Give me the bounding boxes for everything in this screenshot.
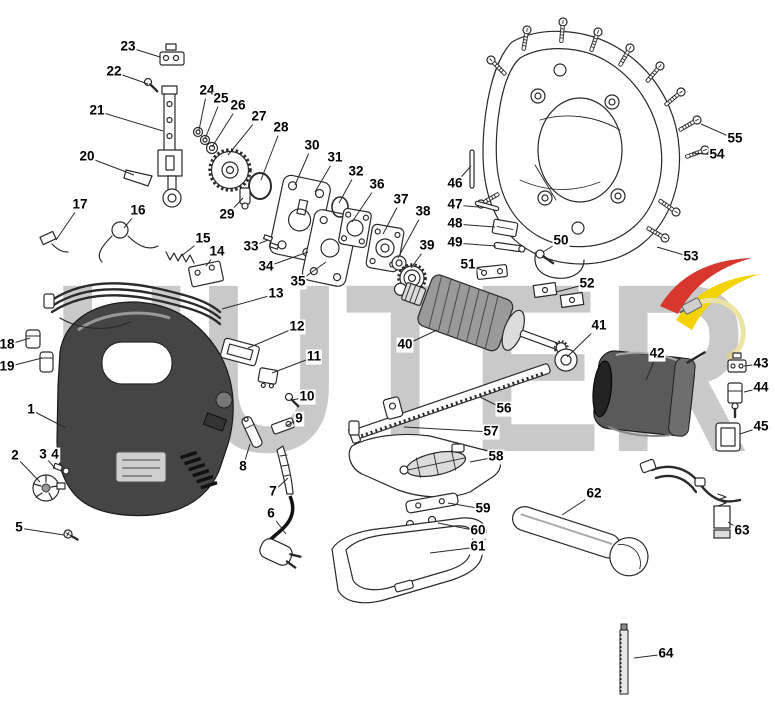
gear-27 xyxy=(208,148,252,192)
saw-blade-drawing xyxy=(619,623,629,695)
rack-bar-drawing xyxy=(348,363,551,444)
carbon-brush-parts-drawing xyxy=(639,352,747,539)
power-cord-drawing xyxy=(259,445,302,569)
blade-clamp-parts-drawing xyxy=(469,149,585,309)
screw-22 xyxy=(143,77,159,93)
screw-50 xyxy=(535,249,555,265)
screw-10 xyxy=(284,392,300,408)
logo-cable-connector xyxy=(679,297,703,315)
counterweight-assembly-drawing xyxy=(39,43,272,288)
switch-parts-drawing xyxy=(32,462,79,541)
handle-drawing xyxy=(511,506,649,577)
brand-logo-swoosh xyxy=(660,258,760,360)
bearing-41 xyxy=(554,348,578,372)
base-plate-drawing xyxy=(331,492,487,604)
roller-support-drawing xyxy=(348,396,502,498)
jigsaw-body-drawing xyxy=(56,301,234,517)
screw-5 xyxy=(63,529,79,541)
brush-63 xyxy=(713,493,731,539)
stator-drawing xyxy=(592,350,706,437)
gear-housing-drawing xyxy=(482,30,681,279)
armature-drawing xyxy=(393,274,578,372)
wire-harness-drawing xyxy=(25,282,222,373)
